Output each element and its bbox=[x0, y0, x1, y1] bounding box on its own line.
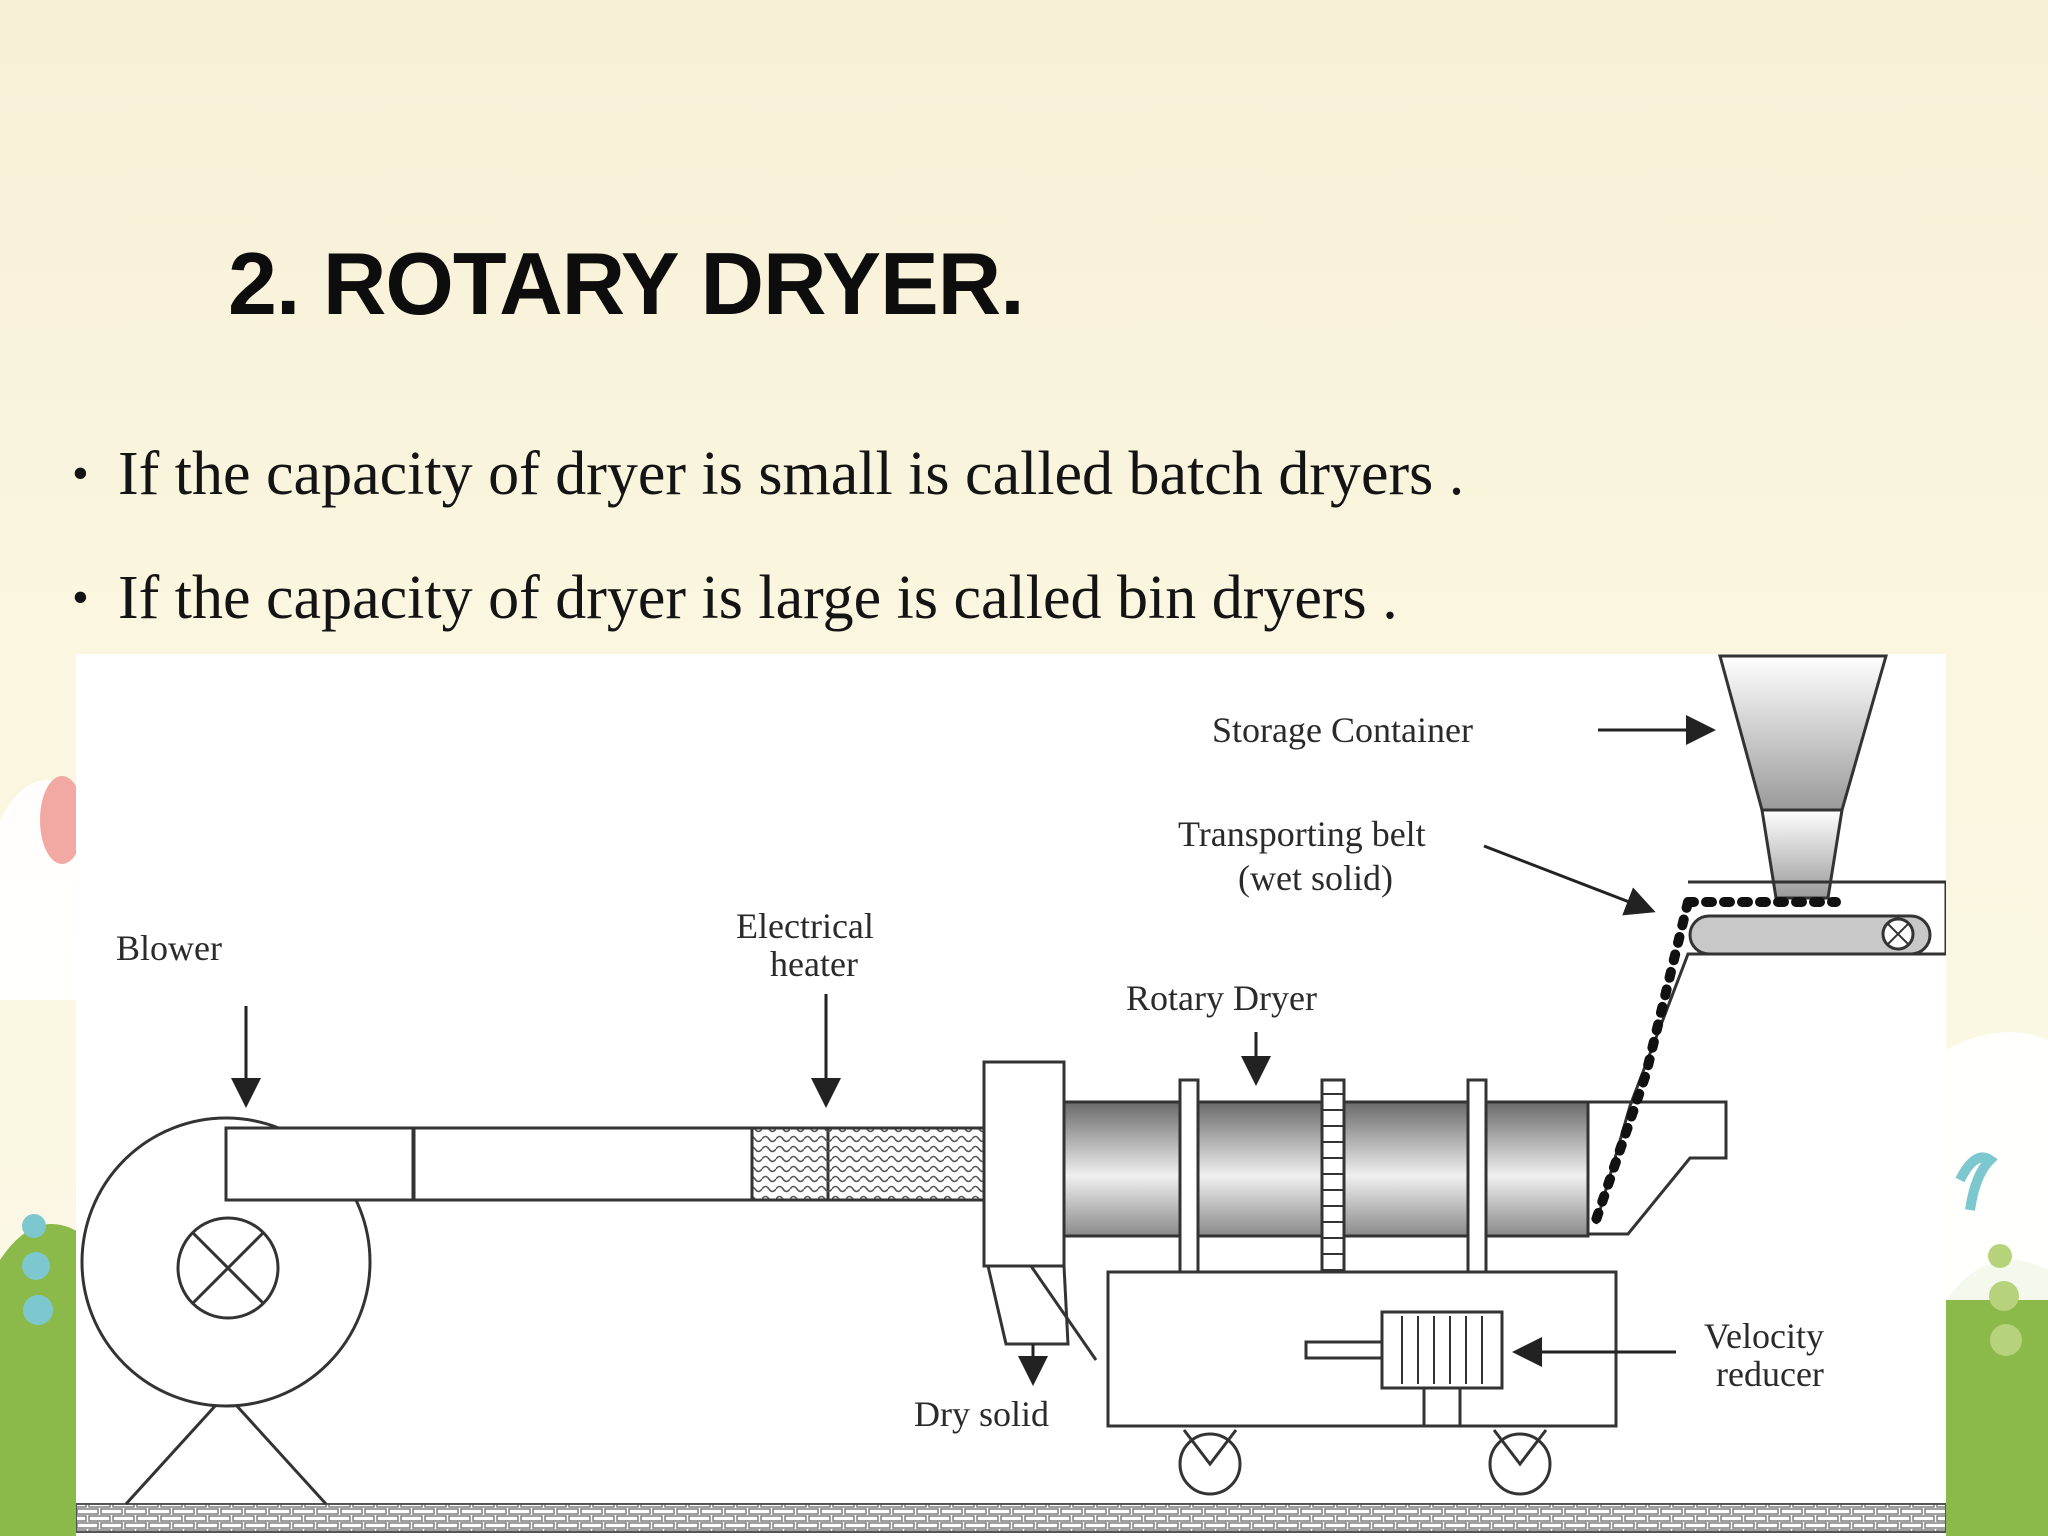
belt-drive-cross bbox=[1887, 923, 1909, 945]
motor-housing bbox=[1380, 1310, 1504, 1390]
label-storage-container: Storage Container bbox=[1212, 710, 1473, 750]
drum-ring-left bbox=[1178, 1078, 1200, 1296]
motor-shaft bbox=[1304, 1340, 1384, 1360]
dry-solid-chute bbox=[986, 1264, 1070, 1346]
bullet-dot-icon: • bbox=[72, 571, 89, 624]
decor-hills-right bbox=[1946, 1260, 2048, 1536]
air-duct bbox=[224, 1126, 986, 1202]
label-electrical: Electrical bbox=[736, 906, 874, 946]
label-reducer: reducer bbox=[1716, 1354, 1824, 1394]
drum-ring-right bbox=[1466, 1078, 1488, 1296]
decor-bud-left-2 bbox=[22, 1252, 50, 1280]
chute-line bbox=[1029, 1265, 1098, 1361]
decor-hills-left bbox=[0, 1224, 90, 1536]
motor-stand bbox=[1422, 1386, 1462, 1428]
decor-petal-left bbox=[40, 776, 84, 864]
decor-swirl-right bbox=[1955, 1152, 1998, 1211]
hopper-body bbox=[1718, 654, 1888, 812]
heater-element bbox=[750, 1126, 986, 1202]
label-velocity: Velocity bbox=[1704, 1316, 1824, 1356]
floor-brick bbox=[76, 1503, 1946, 1533]
decor-bud-right-1 bbox=[1988, 1244, 2012, 1268]
label-rotary-dryer: Rotary Dryer bbox=[1126, 978, 1317, 1018]
motor-fins bbox=[1401, 1316, 1483, 1384]
blower-fan-cross bbox=[191, 1231, 265, 1305]
decor-bud-left-1 bbox=[22, 1214, 46, 1238]
wheel-right-fork bbox=[1492, 1429, 1548, 1467]
rotary-dryer-diagram: Storage Container Transporting belt (wet… bbox=[76, 654, 1946, 1536]
dryer-inlet bbox=[982, 1060, 1098, 1361]
label-dry-solid: Dry solid bbox=[914, 1394, 1049, 1434]
bullet-item: • If the capacity of dryer is large is c… bbox=[66, 536, 1464, 660]
inlet-box bbox=[982, 1060, 1066, 1268]
bullet-dot-icon: • bbox=[72, 447, 89, 500]
decor-bud-right-2 bbox=[1989, 1281, 2019, 1311]
bullet-list: • If the capacity of dryer is small is c… bbox=[66, 412, 1464, 660]
label-transporting-belt: Transporting belt bbox=[1178, 814, 1426, 854]
blower-stand bbox=[124, 1392, 328, 1506]
arrows bbox=[231, 715, 1716, 1386]
slide-title: 2. ROTARY DRYER. bbox=[228, 234, 1025, 333]
label-heater: heater bbox=[770, 944, 858, 984]
decor-cloud-right bbox=[1946, 1032, 2048, 1300]
hopper-neck bbox=[1760, 808, 1844, 900]
drum-outlet-hood bbox=[1586, 1100, 1728, 1236]
label-blower: Blower bbox=[116, 928, 222, 968]
label-wet-solid: (wet solid) bbox=[1238, 858, 1393, 898]
support-frame bbox=[1106, 1270, 1618, 1496]
belt-arrow bbox=[1483, 844, 1656, 916]
storage-hopper bbox=[1718, 654, 1888, 900]
bullet-text: If the capacity of dryer is large is cal… bbox=[118, 564, 1398, 632]
wet-solid-particles bbox=[1591, 897, 1841, 1225]
transport-belt bbox=[1591, 880, 1946, 1225]
bullet-text: If the capacity of dryer is small is cal… bbox=[118, 440, 1465, 508]
bullet-item: • If the capacity of dryer is small is c… bbox=[66, 412, 1464, 536]
decor-bud-left-3 bbox=[23, 1295, 53, 1325]
diagram-svg: Storage Container Transporting belt (wet… bbox=[76, 654, 1946, 1533]
decor-bud-right-3 bbox=[1990, 1324, 2022, 1356]
belt-roller bbox=[1688, 914, 1932, 956]
wheel-left-fork bbox=[1182, 1429, 1238, 1467]
